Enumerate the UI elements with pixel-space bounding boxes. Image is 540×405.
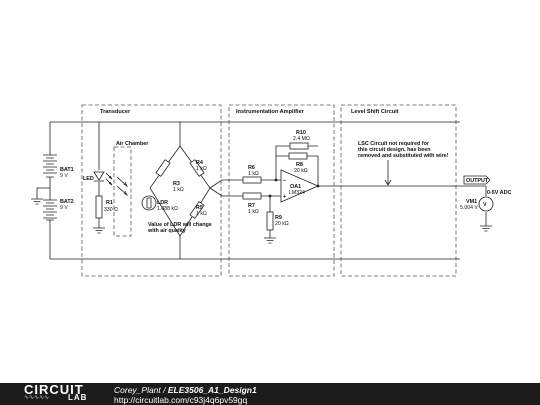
led-label: LED (83, 176, 94, 182)
oa1-value: LM324 (289, 190, 305, 196)
ground-branch-wire (36, 187, 50, 199)
oa1-name: OA1 (290, 184, 301, 190)
ldr-sensor (141, 195, 157, 211)
r6-value: 1 kΩ (248, 171, 259, 177)
ldr-value: 1.088 kΩ (157, 206, 178, 212)
resistor-r1 (95, 195, 103, 219)
opamp-minus: − (283, 178, 286, 184)
design-name[interactable]: ELE3506_A1_Design1 (167, 385, 257, 395)
footer-bar: CIRCUIT ∿∿∿∿∿ LAB Corey_Plant / ELE3506_… (0, 383, 540, 405)
battery-bat2 (43, 199, 57, 221)
r7-value: 1 kΩ (248, 209, 259, 215)
opamp-plus: + (283, 194, 286, 200)
resistor-r5 (189, 201, 205, 219)
r9-ground-symbol (264, 237, 276, 244)
bat1-name: BAT1 (60, 167, 74, 173)
transducer-box (81, 104, 222, 277)
logo-wave-icon: ∿∿∿∿∿ (24, 395, 50, 401)
bridge-output-bottom-wire (209, 187, 243, 197)
adc-label: 0-5V ADC (487, 190, 511, 196)
ldr-name: LDR (157, 200, 168, 206)
r3-value: 1 kΩ (173, 187, 184, 193)
r1-ground-symbol (93, 227, 105, 234)
lsc-note-line3: removed and substituted with wire! (358, 153, 449, 159)
air-chamber-box (113, 146, 132, 237)
vm1-value: 5.004 V (460, 205, 478, 211)
r5-name: R5 (196, 205, 203, 211)
r1-name: R1 (106, 200, 113, 206)
resistor-r4 (189, 159, 205, 177)
r10-value: 2.4 MΩ (293, 136, 310, 142)
bat2-name: BAT2 (60, 199, 74, 205)
instrumentation-amplifier-title: Instrumentation Amplifier (236, 109, 305, 115)
design-credit: Corey_Plant / ELE3506_A1_Design1 (114, 385, 257, 395)
bat2-value: 9 V (60, 205, 68, 211)
r7-name: R7 (248, 203, 255, 209)
air-chamber-title: Air Chamber (116, 141, 149, 147)
level-shift-box (340, 104, 457, 277)
logo-top-text: CIRCUIT (24, 382, 84, 397)
output-tag (463, 175, 491, 185)
resistor-r6 (242, 176, 262, 184)
lsc-arrow (384, 160, 392, 186)
bat1-value: 9 V (60, 173, 68, 179)
ground-symbol (31, 198, 43, 205)
ldr-inner (146, 197, 152, 209)
junction-dot-r6 (274, 178, 278, 182)
transducer-title: Transducer (100, 109, 131, 115)
logo-lab-text: LAB (68, 393, 88, 402)
lsc-note-line1: LSC Circuit not required for (358, 141, 430, 147)
vm1-name: VM1 (466, 199, 477, 205)
r4-name: R4 (196, 160, 203, 166)
r1-value: 330 Ω (104, 207, 118, 213)
light-rays (116, 176, 129, 197)
circuitlab-logo[interactable]: CIRCUIT (24, 382, 84, 397)
opamp-oa1 (280, 169, 320, 203)
lsc-note-line2: this circuit design, has been (358, 147, 431, 153)
r10-name: R10 (296, 130, 306, 136)
voltmeter-symbol: V (483, 202, 487, 208)
design-url[interactable]: http://circuitlab.com/c93j4q6pv59gq (114, 395, 248, 405)
r9-value: 20 kΩ (275, 221, 289, 227)
resistor-r9 (266, 211, 274, 231)
r6-name: R6 (248, 165, 255, 171)
resistor-r10 (289, 142, 309, 150)
resistor-r7 (242, 192, 262, 200)
ldr-note-line1: Value of LDR will change (148, 222, 212, 228)
led-diode (93, 171, 113, 186)
r8-name: R8 (296, 162, 303, 168)
ldr-note-line2: with air quality (147, 228, 186, 234)
r9-name: R9 (275, 215, 282, 221)
r4-value: 1 kΩ (196, 166, 207, 172)
bridge-output-top-wire (209, 179, 243, 189)
r5-value: 1 kΩ (196, 211, 207, 217)
circuit-schematic: Transducer Instrumentation Amplifier Lev… (31, 104, 511, 277)
voltmeter-vm1 (478, 196, 494, 212)
instrumentation-amplifier-box (228, 104, 335, 277)
author-name[interactable]: Corey_Plant (114, 385, 161, 395)
output-label: OUTPUT (466, 178, 489, 184)
resistor-r3 (155, 159, 171, 177)
battery-bat1 (43, 154, 57, 178)
r8-value: 20 kΩ (294, 168, 308, 174)
junction-dot-r7 (268, 194, 272, 198)
voltmeter-ground-symbol (480, 225, 492, 232)
level-shift-title: Level Shift Circuit (351, 109, 399, 115)
credit-separator: / (160, 385, 168, 395)
resistor-r8 (288, 152, 308, 160)
r3-name: R3 (173, 181, 180, 187)
